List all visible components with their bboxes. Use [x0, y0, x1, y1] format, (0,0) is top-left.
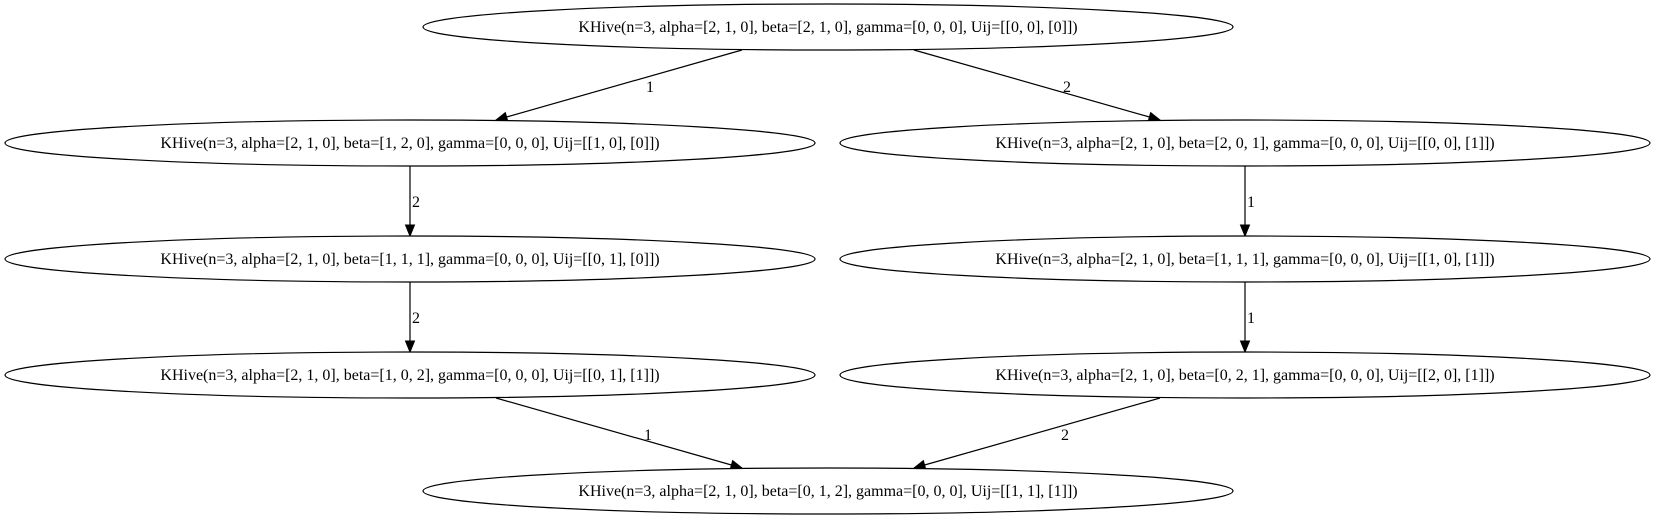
- node-ellipse: [839, 351, 1651, 399]
- node-label: KHive(n=3, alpha=[2, 1, 0], beta=[0, 1, …: [578, 483, 1077, 500]
- edge-label: 1: [1247, 310, 1255, 327]
- graph-node-n1: KHive(n=3, alpha=[2, 1, 0], beta=[1, 2, …: [4, 119, 816, 167]
- node-label: KHive(n=3, alpha=[2, 1, 0], beta=[2, 0, …: [995, 135, 1494, 152]
- node-ellipse: [839, 235, 1651, 283]
- node-label: KHive(n=3, alpha=[2, 1, 0], beta=[1, 2, …: [160, 135, 659, 152]
- edge-n5-n7: 1: [495, 397, 744, 470]
- edge-label: 1: [1247, 194, 1255, 211]
- edge-line: [913, 49, 1150, 118]
- node-ellipse: [4, 119, 816, 167]
- edge-n6-n7: 2: [912, 397, 1161, 470]
- node-label: KHive(n=3, alpha=[2, 1, 0], beta=[0, 2, …: [995, 367, 1494, 384]
- node-ellipse: [4, 235, 816, 283]
- edge-label: 1: [646, 79, 654, 96]
- arrowhead-icon: [404, 340, 416, 354]
- graph-node-n2: KHive(n=3, alpha=[2, 1, 0], beta=[2, 0, …: [839, 119, 1651, 167]
- edge-label: 1: [644, 427, 652, 444]
- node-label: KHive(n=3, alpha=[2, 1, 0], beta=[2, 1, …: [578, 19, 1077, 36]
- arrowhead-icon: [1239, 224, 1251, 238]
- node-label: KHive(n=3, alpha=[2, 1, 0], beta=[1, 1, …: [160, 251, 659, 268]
- node-ellipse: [422, 3, 1234, 51]
- node-ellipse: [4, 351, 816, 399]
- edge-label: 2: [412, 310, 420, 327]
- edge-line: [495, 397, 732, 466]
- edge-n1-n3: 2: [404, 166, 420, 238]
- node-label: KHive(n=3, alpha=[2, 1, 0], beta=[1, 1, …: [995, 251, 1494, 268]
- edge-line: [924, 397, 1161, 466]
- graph-node-n3: KHive(n=3, alpha=[2, 1, 0], beta=[1, 1, …: [4, 235, 816, 283]
- edge-n4-n6: 1: [1239, 282, 1255, 354]
- edges-layer: 1 2 2 1 2 1 1 2: [404, 49, 1255, 470]
- nodes-layer: KHive(n=3, alpha=[2, 1, 0], beta=[2, 1, …: [4, 3, 1651, 515]
- edge-n3-n5: 2: [404, 282, 420, 354]
- edge-label: 2: [1061, 427, 1069, 444]
- graph-node-n6: KHive(n=3, alpha=[2, 1, 0], beta=[0, 2, …: [839, 351, 1651, 399]
- edge-line: [506, 49, 743, 118]
- graph-node-n4: KHive(n=3, alpha=[2, 1, 0], beta=[1, 1, …: [839, 235, 1651, 283]
- edge-label: 2: [1063, 79, 1071, 96]
- node-ellipse: [422, 467, 1234, 515]
- graph-node-n5: KHive(n=3, alpha=[2, 1, 0], beta=[1, 0, …: [4, 351, 816, 399]
- edge-n0-n2: 2: [913, 49, 1162, 122]
- edge-n0-n1: 1: [494, 49, 743, 122]
- node-label: KHive(n=3, alpha=[2, 1, 0], beta=[1, 0, …: [160, 367, 659, 384]
- graph-node-n0: KHive(n=3, alpha=[2, 1, 0], beta=[2, 1, …: [422, 3, 1234, 51]
- edge-n2-n4: 1: [1239, 166, 1255, 238]
- graph-node-n7: KHive(n=3, alpha=[2, 1, 0], beta=[0, 1, …: [422, 467, 1234, 515]
- node-ellipse: [839, 119, 1651, 167]
- arrowhead-icon: [404, 224, 416, 238]
- arrowhead-icon: [1239, 340, 1251, 354]
- edge-label: 2: [412, 194, 420, 211]
